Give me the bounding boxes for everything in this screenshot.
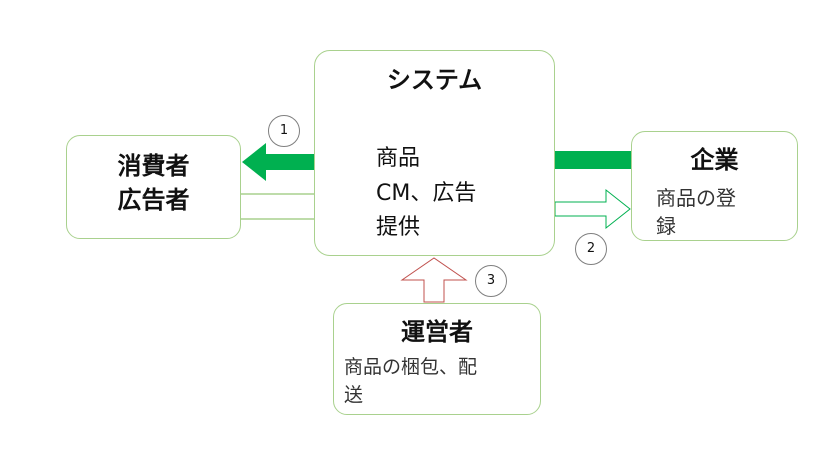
operator-line-1: 商品の梱包、配 [344,356,478,378]
company-line-2: 録 [656,214,676,238]
system-company-band [555,151,631,169]
operator-box [333,303,541,415]
system-line-3: 提供 [376,215,421,240]
consumer-title-line-2: 広告者 [117,186,190,214]
marker-3: 3 [475,265,507,297]
system-to-consumer-arrow [242,143,314,181]
operator-line-2: 送 [344,384,364,406]
marker-1: 1 [268,115,300,147]
system-line-1: 商品 [376,146,421,171]
system-box [314,50,555,256]
consumer-title-line-1: 消費者 [117,152,190,180]
marker-2: 2 [575,233,607,265]
company-line-1: 商品の登 [656,186,736,210]
system-title: システム [386,66,483,94]
operator-title: 運営者 [401,318,473,346]
consumer-box [66,135,241,239]
system-to-company-arrow [554,188,631,230]
operator-to-system-arrow [400,257,468,303]
system-line-2: CM、広告 [376,181,477,206]
company-box [631,131,798,241]
company-title: 企業 [690,146,739,174]
